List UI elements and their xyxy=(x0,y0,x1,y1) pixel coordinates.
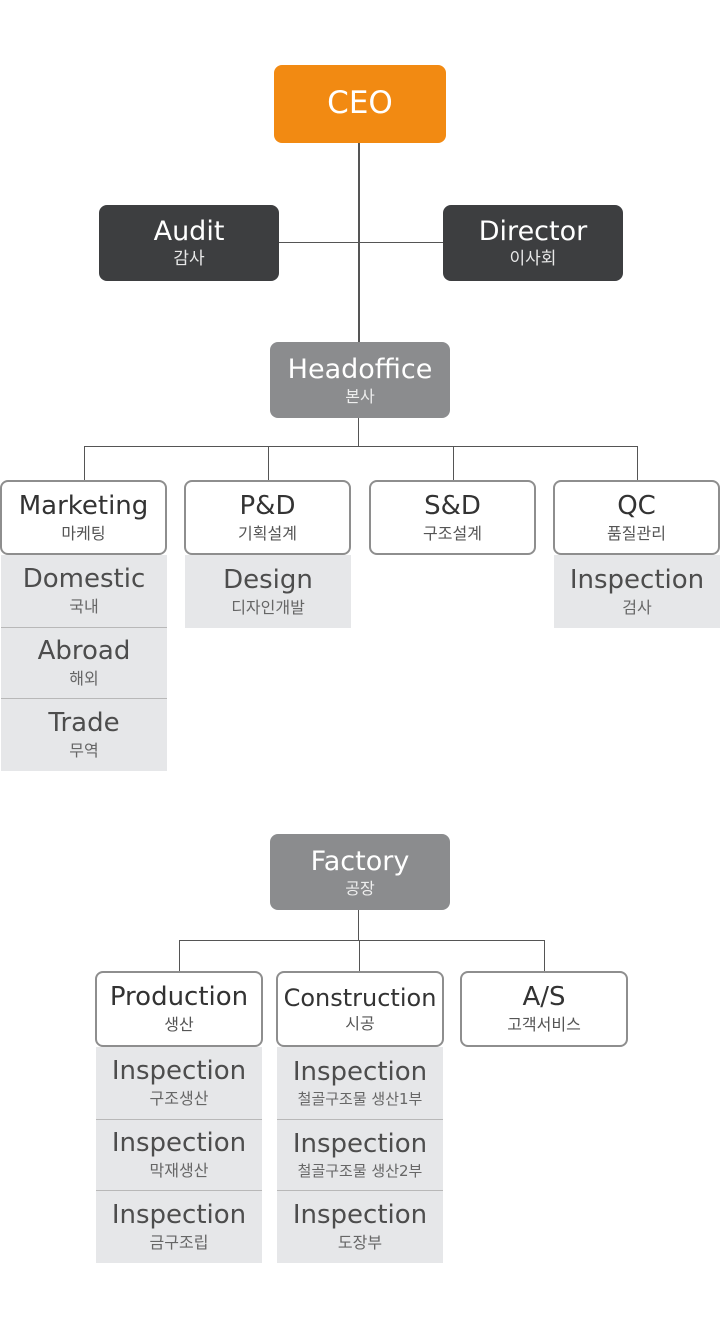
dept-qc: QC 품질관리 xyxy=(553,480,720,555)
director-label: Director xyxy=(478,216,588,248)
connector-line xyxy=(453,446,454,480)
connector-line xyxy=(179,940,545,941)
sub-label: Design xyxy=(223,564,313,595)
dept-label-ko: 고객서비스 xyxy=(507,1015,581,1035)
connector-line xyxy=(359,940,360,972)
ceo-label: CEO xyxy=(327,85,393,122)
connector-line xyxy=(179,940,180,972)
director-label-ko: 이사회 xyxy=(509,249,557,270)
sub-construction-inspection-2: Inspection 철골구조물 생산2부 xyxy=(277,1119,443,1190)
dept-label: S&D xyxy=(424,490,481,521)
sub-label-ko: 철골구조물 생산2부 xyxy=(297,1161,423,1180)
dept-label-ko: 생산 xyxy=(164,1015,194,1035)
connector-line xyxy=(268,446,269,480)
connector-line xyxy=(637,446,638,480)
sub-label-ko: 철골구조물 생산1부 xyxy=(297,1089,423,1108)
audit-label-ko: 감사 xyxy=(173,249,205,270)
sub-label: Abroad xyxy=(37,636,131,667)
sub-label-ko: 무역 xyxy=(69,741,99,761)
sub-label-ko: 검사 xyxy=(622,597,652,617)
headoffice-box: Headoffice 본사 xyxy=(270,342,450,418)
audit-label: Audit xyxy=(153,216,225,248)
dept-label: Construction xyxy=(283,983,437,1012)
sub-abroad: Abroad 해외 xyxy=(1,627,167,698)
sub-label-ko: 금구조립 xyxy=(149,1233,209,1253)
sub-label: Inspection xyxy=(111,1200,247,1231)
dept-construction: Construction 시공 xyxy=(276,971,444,1047)
sub-construction-inspection-3: Inspection 도장부 xyxy=(277,1190,443,1263)
dept-label: P&D xyxy=(239,490,296,521)
sub-label-ko: 국내 xyxy=(69,597,99,617)
dept-label-ko: 품질관리 xyxy=(607,523,666,543)
sub-label-ko: 막재생산 xyxy=(149,1161,209,1181)
sub-construction-inspection-1: Inspection 철골구조물 생산1부 xyxy=(277,1047,443,1119)
dept-label: Production xyxy=(109,982,249,1013)
connector-line xyxy=(358,416,359,446)
sub-label: Domestic xyxy=(22,564,146,595)
headoffice-label-ko: 본사 xyxy=(345,386,375,406)
dept-label-ko: 마케팅 xyxy=(61,523,106,543)
dept-label-ko: 기획설계 xyxy=(238,523,297,543)
connector-line xyxy=(544,940,545,972)
sub-label-ko: 디자인개발 xyxy=(231,597,305,617)
sub-label: Trade xyxy=(48,708,120,739)
sub-domestic: Domestic 국내 xyxy=(1,555,167,627)
sub-production-inspection-1: Inspection 구조생산 xyxy=(96,1047,262,1119)
sub-label-ko: 구조생산 xyxy=(149,1089,209,1109)
dept-pd: P&D 기획설계 xyxy=(184,480,351,555)
dept-label-ko: 시공 xyxy=(345,1014,375,1034)
dept-label: QC xyxy=(617,490,656,521)
connector-line xyxy=(84,446,85,480)
dept-label-ko: 구조설계 xyxy=(423,523,482,543)
connector-line xyxy=(358,908,359,940)
dept-sd: S&D 구조설계 xyxy=(369,480,536,555)
sub-design: Design 디자인개발 xyxy=(185,555,351,628)
audit-box: Audit 감사 xyxy=(99,205,279,281)
sub-trade: Trade 무역 xyxy=(1,698,167,771)
sub-label: Inspection xyxy=(292,1129,428,1160)
sub-label: Inspection xyxy=(292,1057,428,1088)
headoffice-label: Headoffice xyxy=(287,353,433,385)
sub-label-ko: 해외 xyxy=(69,669,99,689)
factory-label: Factory xyxy=(310,845,410,877)
sub-label-ko: 도장부 xyxy=(337,1233,383,1253)
dept-marketing: Marketing 마케팅 xyxy=(0,480,167,555)
director-box: Director 이사회 xyxy=(443,205,623,281)
dept-as: A/S 고객서비스 xyxy=(460,971,628,1047)
sub-label: Inspection xyxy=(292,1200,428,1231)
sub-label: Inspection xyxy=(569,564,705,595)
connector-line xyxy=(84,446,638,447)
connector-line xyxy=(278,242,444,243)
sub-production-inspection-2: Inspection 막재생산 xyxy=(96,1119,262,1190)
dept-label: A/S xyxy=(522,982,566,1013)
factory-label-ko: 공장 xyxy=(345,878,375,898)
factory-box: Factory 공장 xyxy=(270,834,450,910)
sub-label: Inspection xyxy=(111,1056,247,1087)
dept-label: Marketing xyxy=(18,490,149,521)
sub-label: Inspection xyxy=(111,1128,247,1159)
connector-line xyxy=(358,142,360,344)
sub-production-inspection-3: Inspection 금구조립 xyxy=(96,1190,262,1263)
ceo-box: CEO xyxy=(274,65,446,143)
dept-production: Production 생산 xyxy=(95,971,263,1047)
sub-qc-inspection: Inspection 검사 xyxy=(554,555,720,628)
